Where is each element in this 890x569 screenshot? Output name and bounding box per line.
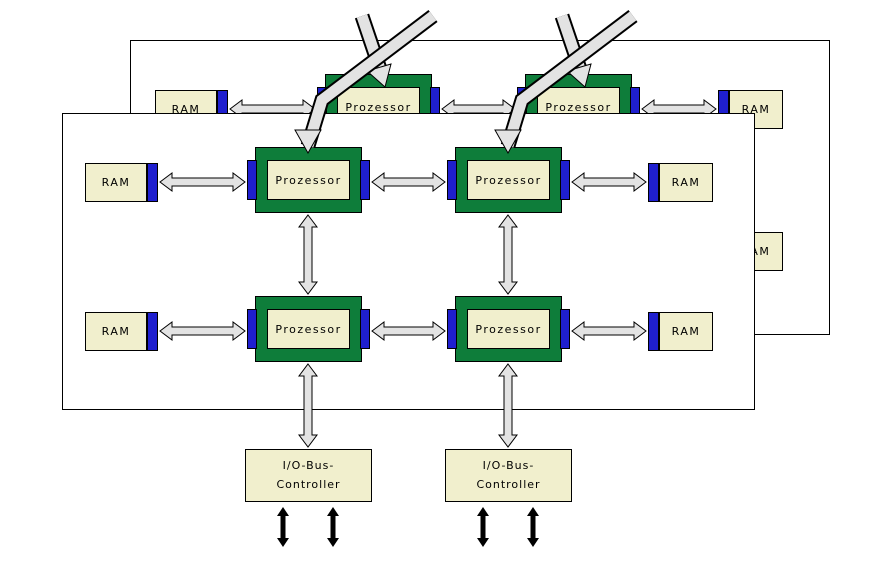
io-bus-controller: I/O-Bus- Controller — [245, 449, 372, 502]
bus-interface-bar — [648, 163, 659, 202]
processor-label: Prozessor — [545, 100, 612, 114]
processor-core: Prozessor — [467, 160, 550, 200]
processor-label: Prozessor — [275, 322, 342, 336]
bus-interface-bar — [247, 160, 257, 200]
ram-label: RAM — [671, 325, 701, 338]
processor-core: Prozessor — [267, 160, 350, 200]
processor-label: Prozessor — [275, 173, 342, 187]
processor-label: Prozessor — [475, 322, 542, 336]
board-front — [62, 113, 755, 410]
processor-core: Prozessor — [467, 309, 550, 349]
io-bus-controller: I/O-Bus- Controller — [445, 449, 572, 502]
bus-interface-bar — [360, 309, 370, 349]
ram-label: RAM — [171, 103, 201, 116]
ram-block: RAM — [659, 312, 713, 351]
ram-block: RAM — [85, 163, 147, 202]
processor-core: Prozessor — [267, 309, 350, 349]
bus-interface-bar — [447, 160, 457, 200]
bus-interface-bar — [648, 312, 659, 351]
io-controller-label-line1: I/O-Bus- — [482, 458, 535, 472]
bus-interface-bar — [360, 160, 370, 200]
io-arrow — [277, 507, 289, 547]
bus-interface-bar — [247, 309, 257, 349]
io-controller-label-line2: Controller — [276, 477, 341, 491]
ram-label: RAM — [101, 325, 131, 338]
ram-block: RAM — [659, 163, 713, 202]
processor-label: Prozessor — [475, 173, 542, 187]
io-controller-label-line1: I/O-Bus- — [282, 458, 335, 472]
bus-interface-bar — [147, 163, 158, 202]
bus-interface-bar — [447, 309, 457, 349]
processor-label: Prozessor — [345, 100, 412, 114]
bus-interface-bar — [147, 312, 158, 351]
ram-label: RAM — [671, 176, 701, 189]
io-arrow — [327, 507, 339, 547]
ram-label: RAM — [741, 103, 771, 116]
ram-block: RAM — [85, 312, 147, 351]
io-arrow — [477, 507, 489, 547]
io-arrow — [527, 507, 539, 547]
ram-block: RAM — [729, 90, 783, 129]
bus-interface-bar — [560, 309, 570, 349]
bus-interface-bar — [560, 160, 570, 200]
io-controller-label-line2: Controller — [476, 477, 541, 491]
ram-label: RAM — [101, 176, 131, 189]
